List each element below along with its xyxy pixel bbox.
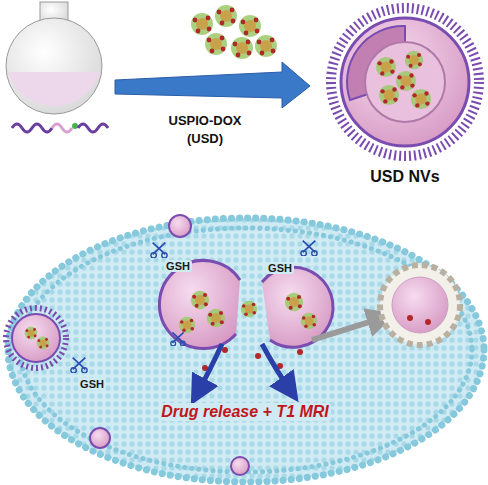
product-label: USD NVs — [370, 168, 439, 186]
reagent-label: GSH — [78, 378, 106, 390]
result-label: Drug release + T1 MRI — [159, 403, 331, 421]
reagent-label: GSH — [164, 260, 192, 272]
material-label: USPIO-DOX (USD) — [150, 112, 260, 147]
reagent-label: GSH — [266, 262, 294, 274]
